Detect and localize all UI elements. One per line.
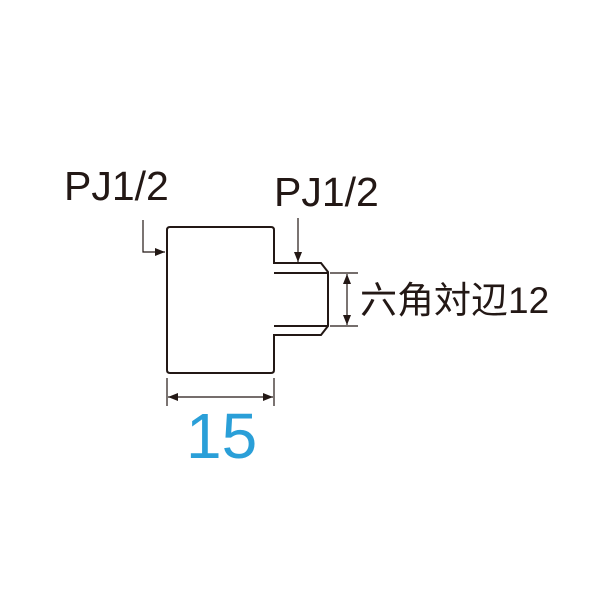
fitting-outline xyxy=(166,226,329,374)
right-thread-label: PJ1/2 xyxy=(274,169,379,215)
left-leader xyxy=(142,220,165,256)
left-thread-label: PJ1/2 xyxy=(64,163,169,209)
hex-width-label: 六角対辺12 xyxy=(360,280,550,321)
length-dimension: 15 xyxy=(186,400,258,472)
